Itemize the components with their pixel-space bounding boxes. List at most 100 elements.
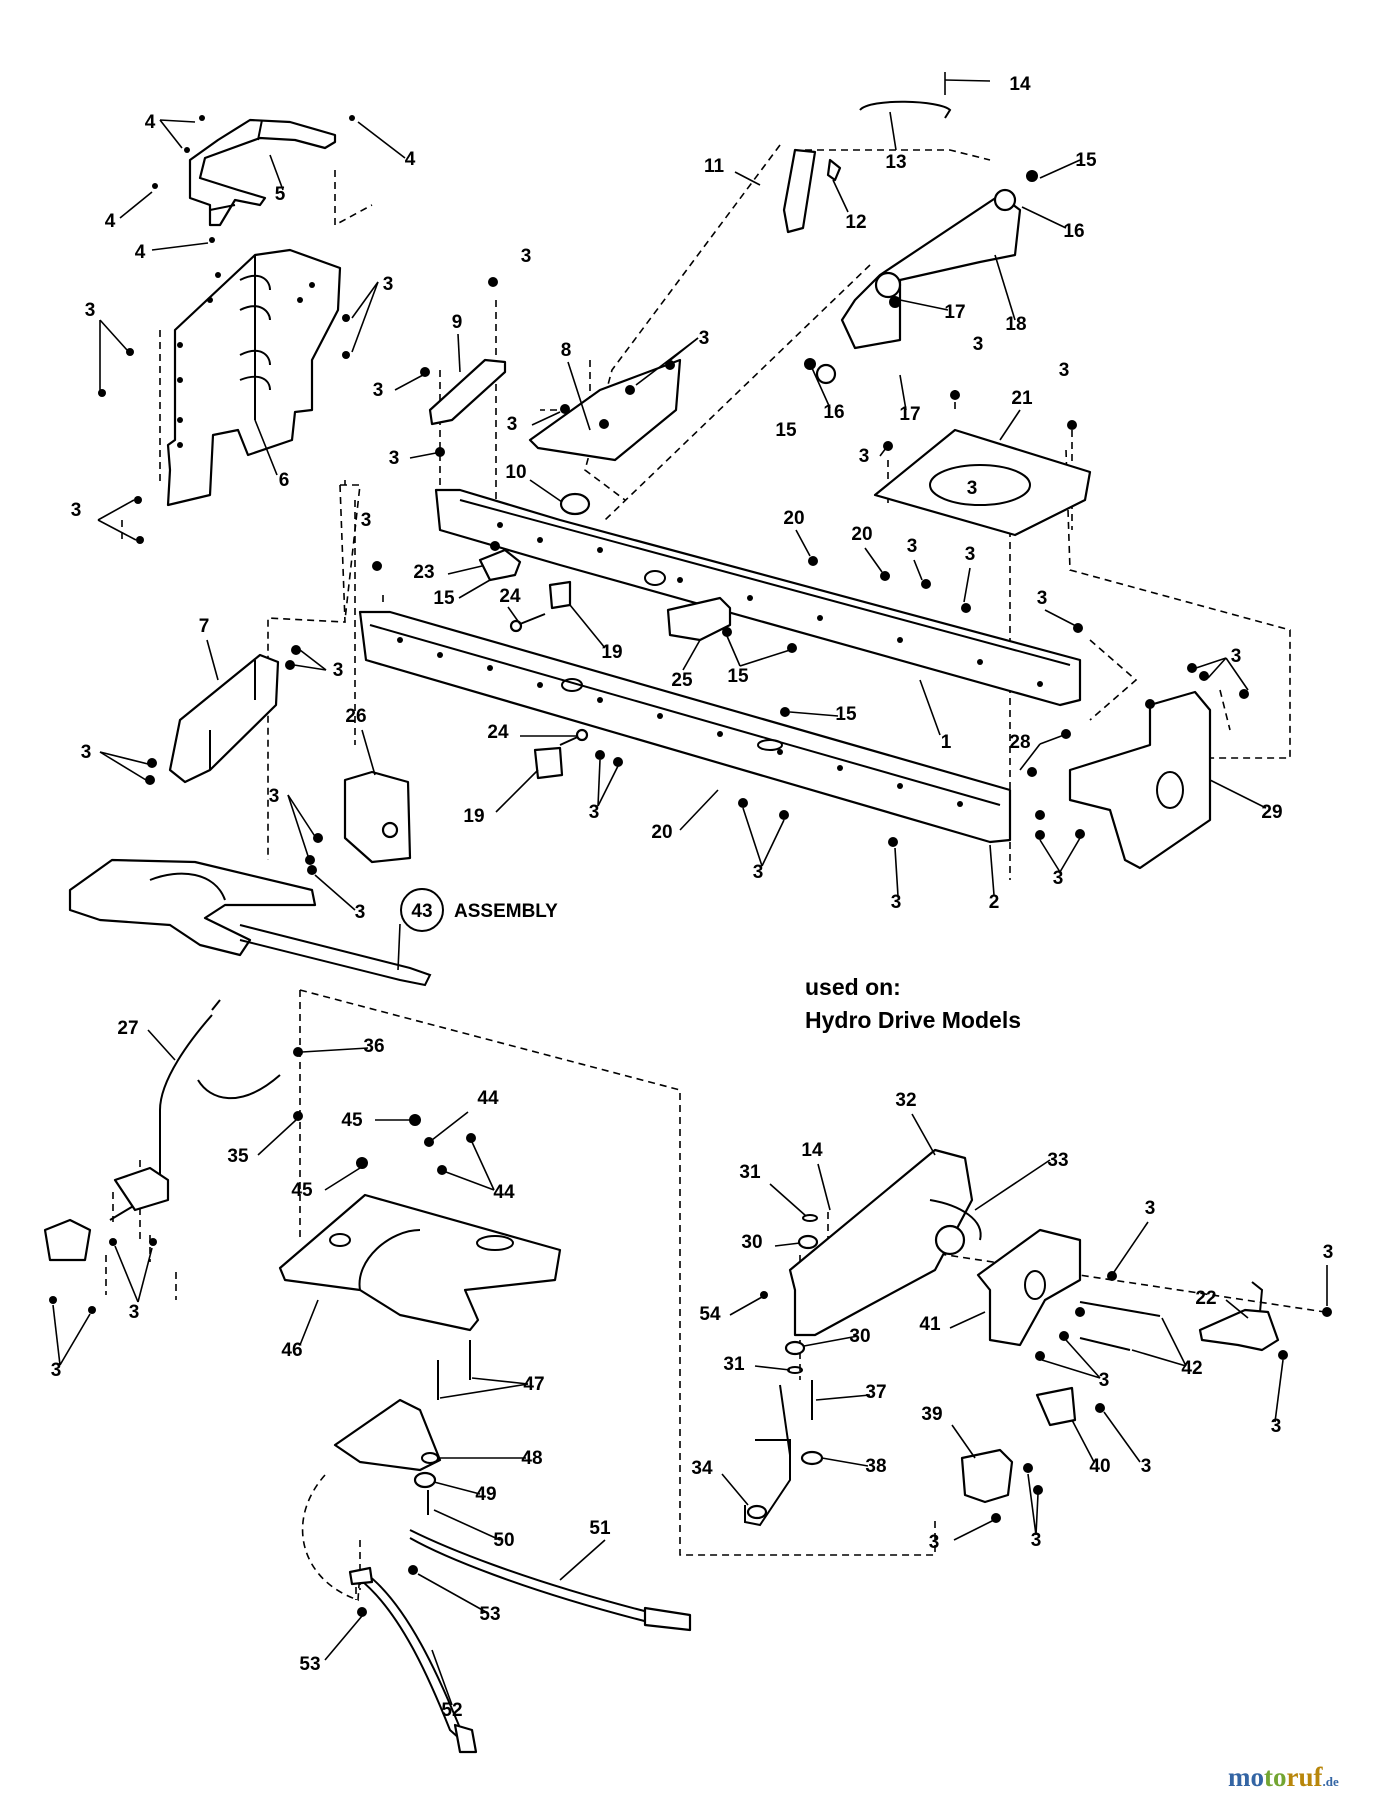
- fasteners: [49, 115, 1332, 1617]
- logo-part-2: to: [1264, 1762, 1287, 1792]
- callout-part-3: 3: [1271, 1416, 1282, 1437]
- callout-part-39: 39: [921, 1404, 942, 1425]
- callout-part-3: 3: [507, 414, 518, 435]
- callout-part-50: 50: [493, 1530, 514, 1551]
- callout-part-24: 24: [487, 722, 509, 743]
- note-line-1: used on:: [805, 974, 901, 1000]
- callout-part-3: 3: [589, 802, 600, 823]
- callout-part-3: 3: [51, 1360, 62, 1381]
- logo-part-1: mo: [1228, 1762, 1264, 1792]
- logo-part-3: ruf: [1286, 1762, 1323, 1792]
- part-29-rear-plate: [1068, 690, 1212, 870]
- part-19-clip-upper: [548, 580, 572, 610]
- callout-part-10: 10: [505, 462, 526, 483]
- callout-part-47: 47: [523, 1374, 544, 1395]
- callout-part-3: 3: [129, 1302, 140, 1323]
- callout-part-5: 5: [275, 184, 286, 205]
- assembly-circle: [400, 888, 444, 932]
- callout-part-3: 3: [753, 862, 764, 883]
- part-27-bracket: [43, 1166, 170, 1262]
- part-39-bracket: [960, 1448, 1014, 1504]
- callout-part-15: 15: [1075, 150, 1097, 171]
- assembly-callout: 43 ASSEMBLY: [400, 888, 558, 932]
- callout-part-32: 32: [895, 1090, 916, 1111]
- callout-part-3: 3: [929, 1532, 940, 1553]
- part-30-bushing-upper: [797, 1234, 819, 1250]
- callout-part-7: 7: [199, 616, 210, 637]
- callout-part-53: 53: [299, 1654, 320, 1675]
- callout-part-45: 45: [341, 1110, 363, 1131]
- hydro-drive-note: used on: Hydro Drive Models: [805, 974, 1021, 1033]
- callout-part-41: 41: [919, 1314, 941, 1335]
- part-7-bracket: [168, 653, 280, 784]
- callout-part-14: 14: [801, 1140, 823, 1161]
- part-23-bracket: [478, 548, 522, 582]
- callout-part-3: 3: [373, 380, 384, 401]
- part-41-bracket: [976, 1228, 1082, 1347]
- callout-part-3: 3: [521, 246, 532, 267]
- callout-part-20: 20: [851, 524, 872, 545]
- callout-part-8: 8: [561, 340, 572, 361]
- callout-part-3: 3: [1231, 646, 1242, 667]
- part-10-disc: [559, 492, 591, 516]
- callout-part-25: 25: [671, 670, 693, 691]
- callout-part-3: 3: [85, 300, 96, 321]
- callout-part-6: 6: [279, 470, 290, 491]
- callout-part-35: 35: [227, 1146, 249, 1167]
- callout-part-3: 3: [81, 742, 92, 763]
- callout-part-29: 29: [1261, 802, 1282, 823]
- callout-part-2: 2: [989, 892, 1000, 913]
- lower-rail-holes: [397, 637, 963, 807]
- callout-part-3: 3: [699, 328, 710, 349]
- callout-part-15: 15: [727, 666, 749, 687]
- part-40-bracket: [1035, 1386, 1077, 1427]
- callout-part-19: 19: [463, 806, 484, 827]
- assembly-number: 43: [411, 901, 432, 922]
- callout-part-3: 3: [1031, 1530, 1042, 1551]
- callout-part-3: 3: [967, 478, 978, 499]
- callout-part-26: 26: [345, 706, 366, 727]
- callout-part-13: 13: [885, 152, 906, 173]
- part-32-transaxle: [788, 1148, 982, 1337]
- callout-part-3: 3: [1145, 1198, 1156, 1219]
- part-46-deck-plate: [278, 1193, 562, 1332]
- callout-part-54: 54: [699, 1304, 721, 1325]
- part-9-strap: [428, 358, 507, 426]
- callout-part-3: 3: [907, 536, 918, 557]
- callout-part-3: 3: [269, 786, 280, 807]
- callout-part-1: 1: [941, 732, 952, 753]
- site-logo: motoruf.de: [1228, 1762, 1339, 1793]
- callout-part-3: 3: [965, 544, 976, 565]
- part-52-rod: [348, 1566, 478, 1754]
- callout-part-3: 3: [1059, 360, 1070, 381]
- callout-part-38: 38: [865, 1456, 886, 1477]
- callout-part-45: 45: [291, 1180, 313, 1201]
- callout-part-21: 21: [1011, 388, 1033, 409]
- callout-part-15: 15: [433, 588, 455, 609]
- assembly-label: ASSEMBLY: [454, 901, 558, 922]
- callout-part-37: 37: [865, 1382, 886, 1403]
- part-5-bracket: [188, 118, 337, 227]
- part-27-rod: [109, 999, 281, 1221]
- callout-part-9: 9: [452, 312, 463, 333]
- part-43-deck-plate: [68, 858, 432, 987]
- part-8-plate: [528, 358, 682, 462]
- callout-part-4: 4: [105, 211, 116, 232]
- callout-part-31: 31: [739, 1162, 761, 1183]
- callout-part-16: 16: [1063, 221, 1084, 242]
- part-48-cam-plate: [333, 1398, 442, 1472]
- part-49-nut: [413, 1471, 437, 1489]
- callout-part-15: 15: [835, 704, 857, 725]
- callout-part-20: 20: [783, 508, 804, 529]
- part-42-bolts: [1079, 1301, 1161, 1351]
- callout-part-3: 3: [1141, 1456, 1152, 1477]
- callout-part-23: 23: [413, 562, 434, 583]
- callout-part-53: 53: [479, 1604, 500, 1625]
- callout-part-4: 4: [405, 149, 416, 170]
- note-line-2: Hydro Drive Models: [805, 1007, 1021, 1033]
- callout-part-4: 4: [145, 112, 156, 133]
- callout-part-30: 30: [741, 1232, 762, 1253]
- part-11-linkage: [782, 72, 952, 234]
- frame-rail-holes: [497, 522, 1043, 687]
